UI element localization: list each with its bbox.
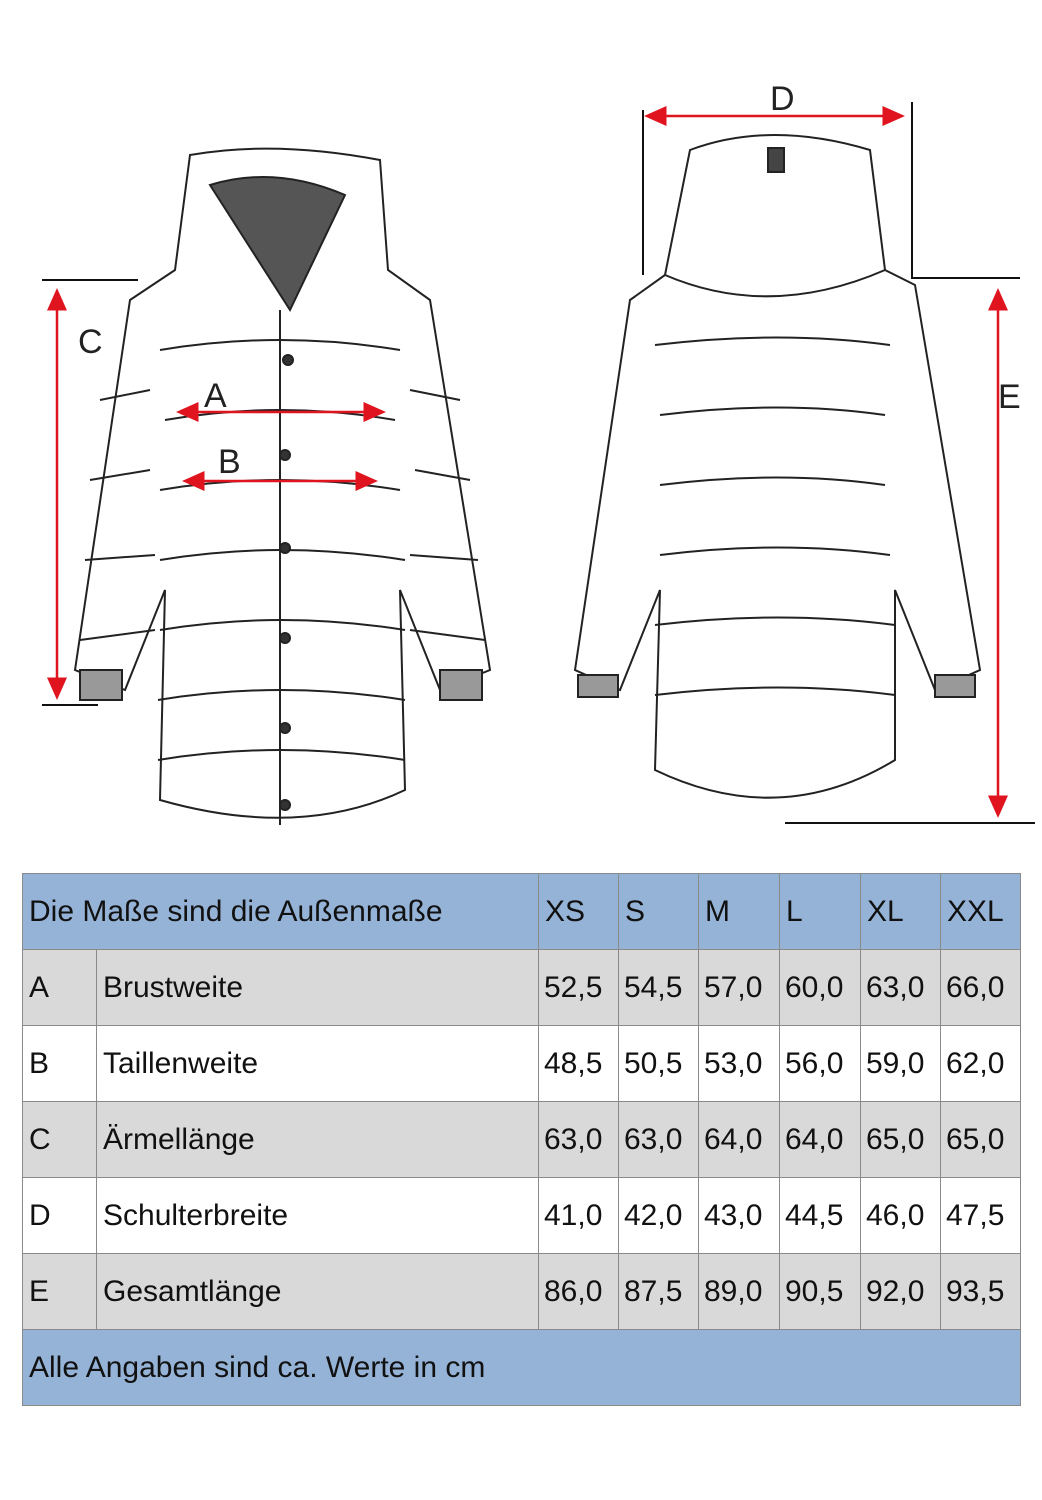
size-value: 53,0 <box>698 1025 780 1102</box>
size-value: 63,0 <box>538 1101 619 1178</box>
size-header: S <box>618 873 699 950</box>
size-value: 63,0 <box>618 1101 699 1178</box>
size-value: 64,0 <box>779 1101 861 1178</box>
size-value: 60,0 <box>779 949 861 1026</box>
size-header: M <box>698 873 780 950</box>
size-header: XS <box>538 873 619 950</box>
header-title: Die Maße sind die Außenmaße <box>22 873 539 950</box>
size-value: 43,0 <box>698 1177 780 1254</box>
label-e: E <box>998 378 1021 416</box>
size-value: 42,0 <box>618 1177 699 1254</box>
row-measure: Ärmellänge <box>96 1101 539 1178</box>
coat-diagram <box>42 102 1035 825</box>
size-value: 62,0 <box>940 1025 1021 1102</box>
size-header: XXL <box>940 873 1021 950</box>
size-value: 54,5 <box>618 949 699 1026</box>
size-value: 93,5 <box>940 1253 1021 1330</box>
size-value: 87,5 <box>618 1253 699 1330</box>
row-key: B <box>22 1025 97 1102</box>
front-coat-drawing <box>73 147 492 825</box>
row-measure: Brustweite <box>96 949 539 1026</box>
label-d: D <box>770 80 795 118</box>
size-value: 57,0 <box>698 949 780 1026</box>
row-measure: Schulterbreite <box>96 1177 539 1254</box>
row-key: D <box>22 1177 97 1254</box>
size-header: L <box>779 873 861 950</box>
row-key: C <box>22 1101 97 1178</box>
size-value: 64,0 <box>698 1101 780 1178</box>
size-value: 52,5 <box>538 949 619 1026</box>
size-value: 46,0 <box>860 1177 941 1254</box>
row-measure: Gesamtlänge <box>96 1253 539 1330</box>
size-value: 56,0 <box>779 1025 861 1102</box>
footer-note: Alle Angaben sind ca. Werte in cm <box>22 1329 1021 1406</box>
size-value: 59,0 <box>860 1025 941 1102</box>
size-value: 50,5 <box>618 1025 699 1102</box>
size-value: 63,0 <box>860 949 941 1026</box>
size-value: 86,0 <box>538 1253 619 1330</box>
row-key: E <box>22 1253 97 1330</box>
label-b: B <box>218 443 241 481</box>
size-value: 92,0 <box>860 1253 941 1330</box>
table-footer-row: Alle Angaben sind ca. Werte in cm <box>22 1329 1021 1406</box>
size-value: 65,0 <box>860 1101 941 1178</box>
size-value: 66,0 <box>940 949 1021 1026</box>
row-key: A <box>22 949 97 1026</box>
size-value: 48,5 <box>538 1025 619 1102</box>
size-table: Die Maße sind die Außenmaße XS S M L XL … <box>22 873 1021 1406</box>
row-measure: Taillenweite <box>96 1025 539 1102</box>
size-header: XL <box>860 873 941 950</box>
label-c: C <box>78 323 103 361</box>
size-value: 47,5 <box>940 1177 1021 1254</box>
size-value: 44,5 <box>779 1177 861 1254</box>
table-header-row: Die Maße sind die Außenmaße XS S M L XL … <box>22 873 1021 950</box>
size-value: 89,0 <box>698 1253 780 1330</box>
size-value: 41,0 <box>538 1177 619 1254</box>
size-value: 90,5 <box>779 1253 861 1330</box>
label-a: A <box>204 377 227 415</box>
size-value: 65,0 <box>940 1101 1021 1178</box>
back-coat-drawing <box>573 134 982 799</box>
